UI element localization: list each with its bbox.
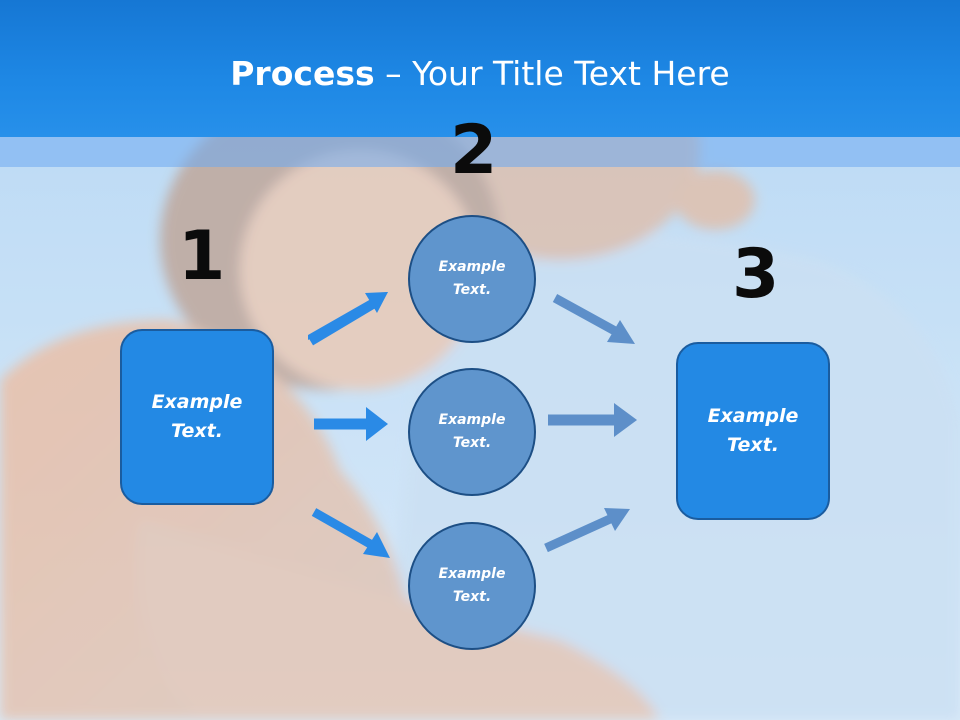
process-circle-bottom: Example Text. [408, 522, 536, 650]
header-band [0, 137, 960, 167]
title-rest: – Your Title Text Here [374, 54, 730, 93]
process-circle-middle: Example Text. [408, 368, 536, 496]
step-number-1: 1 [178, 217, 226, 296]
step-number-2: 2 [450, 111, 498, 190]
circle-top-text: Example Text. [438, 259, 506, 298]
circle-middle-text: Example Text. [438, 412, 506, 451]
process-box-right: Example Text. [676, 342, 830, 520]
page-title: Process – Your Title Text Here [0, 52, 960, 96]
process-box-left: Example Text. [120, 329, 274, 505]
header-bar [0, 0, 960, 137]
title-bold: Process [230, 54, 375, 93]
box-left-text: Example Text. [151, 391, 243, 442]
box-right-text: Example Text. [707, 405, 799, 456]
circle-bottom-text: Example Text. [438, 566, 506, 605]
step-number-3: 3 [732, 235, 780, 314]
process-circle-top: Example Text. [408, 215, 536, 343]
